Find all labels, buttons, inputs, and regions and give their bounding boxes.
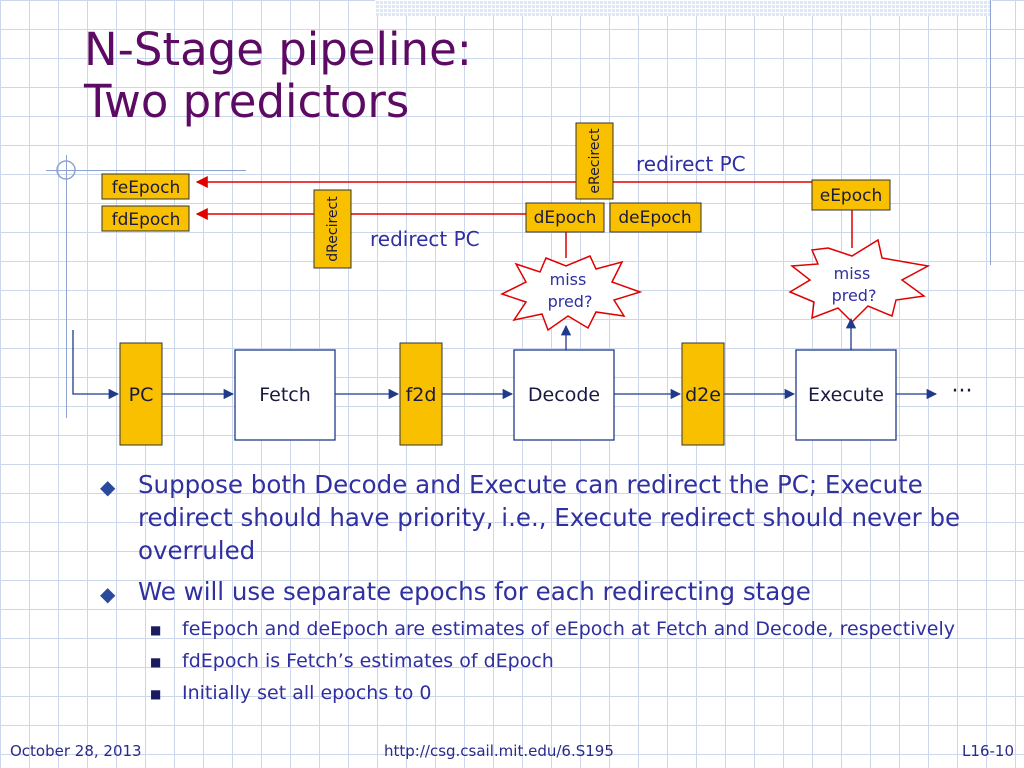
slide-title-line-2: Two predictors xyxy=(84,75,410,128)
eEpoch-label: eEpoch xyxy=(820,186,883,206)
dRecirect-label: dRecirect xyxy=(325,196,341,262)
feEpoch-register xyxy=(101,173,190,200)
eEpoch-register xyxy=(811,179,891,211)
decode-redirect-pc-label: redirect PC xyxy=(370,227,480,251)
bullet-item: ◆ Suppose both Decode and Execute can re… xyxy=(98,468,978,567)
bullet-text: We will use separate epochs for each red… xyxy=(138,577,811,606)
decode-stage-label: Decode xyxy=(528,384,600,406)
sub-bullet-item: ■ fdEpoch is Fetch’s estimates of dEpoch xyxy=(98,648,978,674)
eRecirect-label: eRecirect xyxy=(587,128,603,194)
f2d-register-label: f2d xyxy=(406,384,437,406)
d2e-register xyxy=(681,342,725,446)
pc-register-label: PC xyxy=(129,384,154,406)
execute-mispredict-line-2: pred? xyxy=(832,286,877,305)
diamond-bullet-icon: ◆ xyxy=(100,582,116,606)
sub-bullet-text: feEpoch and deEpoch are estimates of eEp… xyxy=(182,618,955,640)
fetch-stage-label: Fetch xyxy=(259,384,311,406)
square-bullet-icon: ■ xyxy=(150,655,162,669)
sub-bullet-text: Initially set all epochs to 0 xyxy=(182,682,432,704)
pc-feedback-arrow xyxy=(72,330,120,400)
square-bullet-icon: ■ xyxy=(150,687,162,701)
bullet-item: ◆ We will use separate epochs for each r… xyxy=(98,575,978,608)
corner-decoration-vertical xyxy=(66,155,67,418)
fdEpoch-label: fdEpoch xyxy=(112,210,181,230)
deEpoch-label: deEpoch xyxy=(618,208,691,228)
sub-bullet-item: ■ feEpoch and deEpoch are estimates of e… xyxy=(98,616,978,642)
pipeline-diagram: feEpoch fdEpoch dEpoch deEpoch eEpoch eR… xyxy=(56,122,973,446)
dRecirect-register xyxy=(313,189,352,269)
execute-stage xyxy=(795,349,897,441)
top-decoration-band xyxy=(375,0,992,16)
d2e-register-label: d2e xyxy=(685,384,721,406)
execute-mispredict-burst xyxy=(788,238,931,324)
diamond-bullet-icon: ◆ xyxy=(100,475,116,499)
decode-stage xyxy=(513,349,615,441)
fetch-stage xyxy=(234,349,336,441)
footer-url: http://csg.csail.mit.edu/6.S195 xyxy=(384,742,614,760)
dEpoch-label: dEpoch xyxy=(534,208,597,228)
feEpoch-label: feEpoch xyxy=(112,178,181,198)
pipeline-continuation: ··· xyxy=(952,379,973,404)
pc-register xyxy=(119,342,163,446)
footer-date: October 28, 2013 xyxy=(10,742,142,760)
eRecirect-register xyxy=(575,122,614,200)
bullet-text: Suppose both Decode and Execute can redi… xyxy=(138,470,961,565)
execute-redirect-pc-label: redirect PC xyxy=(636,152,746,176)
square-bullet-icon: ■ xyxy=(150,623,162,637)
right-decoration-line xyxy=(990,0,991,265)
bullet-list: ◆ Suppose both Decode and Execute can re… xyxy=(98,468,978,712)
sub-bullet-item: ■ Initially set all epochs to 0 xyxy=(98,680,978,706)
footer-slide-number: L16-10 xyxy=(962,742,1014,760)
decode-mispredict-line-1: miss xyxy=(550,270,587,289)
sub-bullet-text: fdEpoch is Fetch’s estimates of dEpoch xyxy=(182,650,554,672)
execute-stage-label: Execute xyxy=(808,384,884,406)
execute-mispredict-line-1: miss xyxy=(834,264,871,283)
corner-circle-icon xyxy=(56,160,76,180)
slide-title-line-1: N-Stage pipeline: xyxy=(84,23,472,76)
deEpoch-register xyxy=(609,202,702,233)
fdEpoch-register xyxy=(101,205,190,232)
slide-title: N-Stage pipeline: Two predictors xyxy=(84,24,472,128)
corner-decoration-horizontal xyxy=(46,170,246,171)
decode-mispredict-line-2: pred? xyxy=(548,292,593,311)
dEpoch-register xyxy=(525,202,605,233)
decode-mispredict-burst xyxy=(500,255,643,332)
